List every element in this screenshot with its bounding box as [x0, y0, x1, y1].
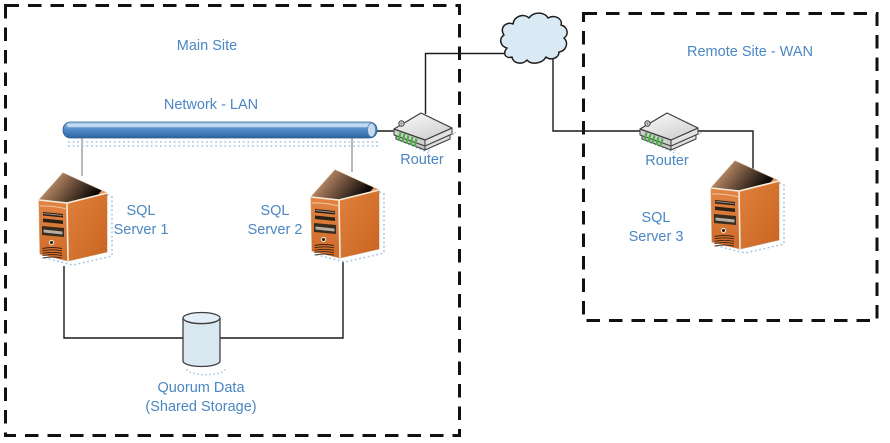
- router-1-icon: [392, 111, 458, 155]
- quorum-data-label: Quorum Data (Shared Storage): [145, 380, 257, 415]
- network-lan-label: Network - LAN: [163, 97, 259, 113]
- quorum-storage-icon: [182, 311, 226, 376]
- main-site-title: Main Site: [176, 38, 238, 54]
- remote-site-title: Remote Site - WAN: [687, 44, 813, 60]
- remote-site-boundary: [582, 12, 879, 322]
- sql-server-3-label: SQL Server 3: [628, 210, 684, 245]
- internet-cloud-icon: [499, 12, 568, 64]
- connector-lines: [63, 50, 754, 339]
- lan-bar: [62, 121, 381, 147]
- main-site-boundary: [4, 4, 461, 437]
- sql-server-2-label: SQL Server 2: [247, 203, 303, 238]
- lan-drop-lines: [81, 138, 353, 176]
- router1-to-cloud-connector: [424, 52, 505, 114]
- router2-to-server3-connector: [690, 130, 754, 170]
- lan-bar-shadow: [68, 141, 381, 147]
- router-1-label: Router: [400, 152, 444, 168]
- sql-server-1-label: SQL Server 1: [113, 203, 169, 238]
- router-2-icon: [638, 111, 704, 155]
- router-2-label: Router: [645, 153, 689, 169]
- cloud-to-router2-connector: [552, 50, 642, 132]
